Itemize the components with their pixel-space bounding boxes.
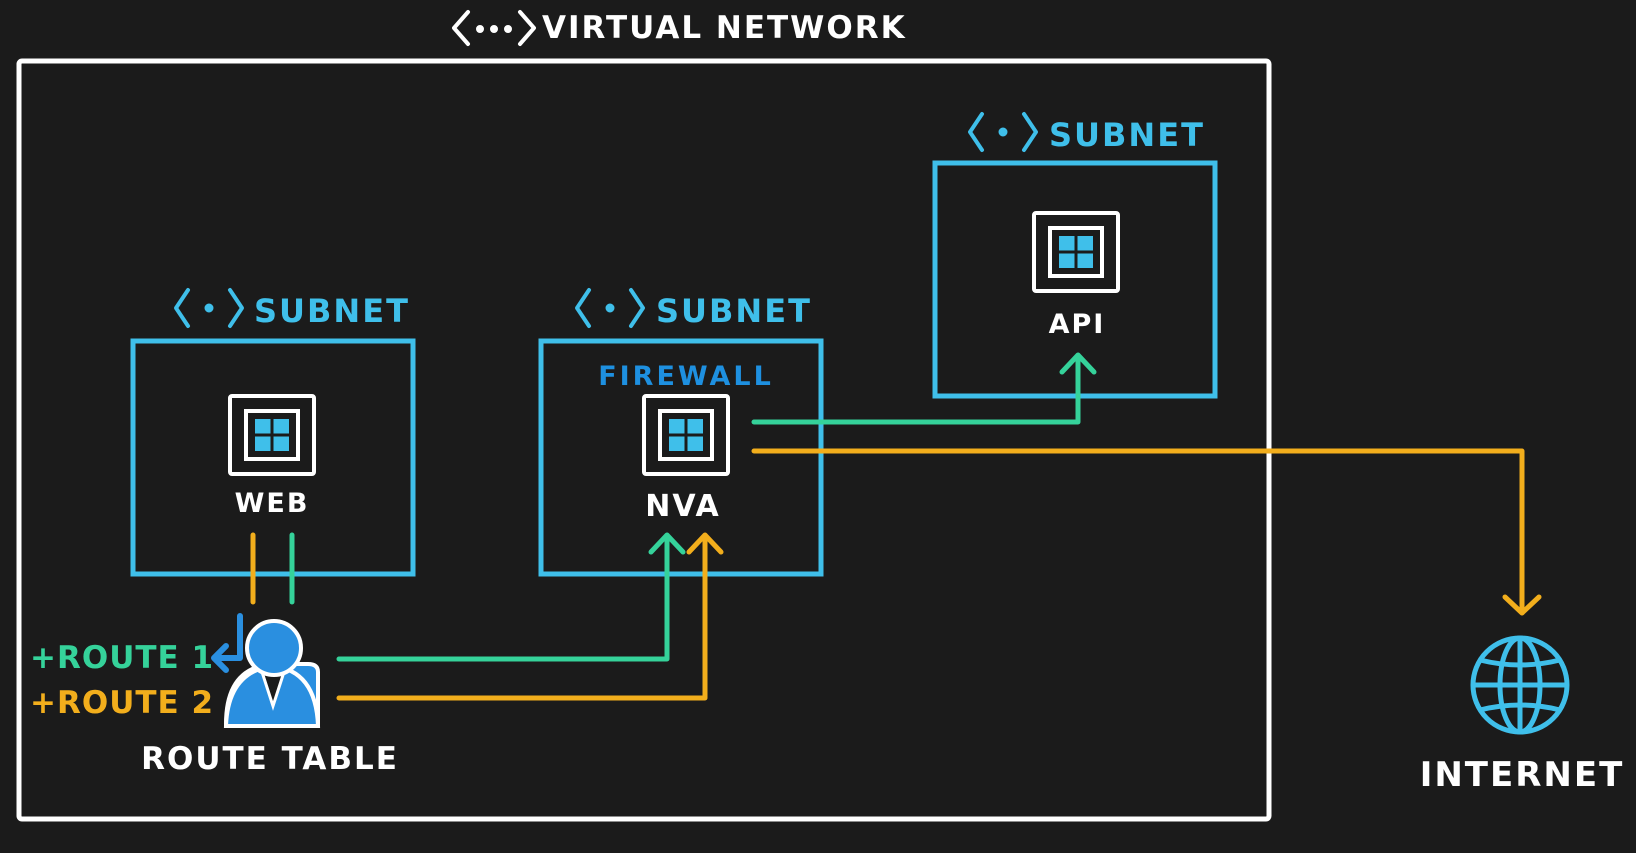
code-brackets-icon	[968, 112, 1038, 152]
code-brackets-icon	[452, 10, 536, 46]
code-brackets-icon	[575, 288, 645, 328]
subnet-label: SUBNET	[656, 292, 812, 330]
virtual-network-label: VIRTUAL NETWORK	[542, 10, 907, 46]
subnet-api: SUBNET API	[932, 112, 1218, 399]
arrow-hook-icon	[211, 613, 243, 673]
route-arrow-table-to-nva-orange	[336, 532, 724, 701]
subnet-label: SUBNET	[254, 292, 410, 330]
subnet-box	[932, 160, 1218, 399]
virtual-machine-icon	[228, 394, 316, 476]
vm-label-web: WEB	[235, 488, 310, 519]
subnet-web: SUBNET WEB	[130, 288, 416, 577]
subnet-label: SUBNET	[1049, 116, 1205, 154]
virtual-network-boundary	[16, 58, 1272, 822]
firewall-title: FIREWALL	[598, 361, 774, 392]
virtual-machine-icon	[642, 394, 730, 476]
virtual-network-header: VIRTUAL NETWORK	[452, 10, 907, 46]
route-arrow-nva-to-internet	[751, 448, 1542, 616]
globe-icon	[1470, 635, 1570, 735]
vm-label-nva: NVA	[645, 489, 721, 524]
route-2-label: +ROUTE 2	[30, 685, 214, 721]
user-icon	[223, 619, 321, 728]
route-arrow-nva-to-api	[751, 352, 1097, 425]
route-1-label: +ROUTE 1	[30, 640, 214, 676]
route-table-label: ROUTE TABLE	[141, 741, 399, 777]
subnet-box	[538, 338, 824, 577]
internet-label: INTERNET	[1420, 755, 1625, 795]
route-arrow-table-to-nva-green	[336, 532, 686, 662]
subnet-firewall: SUBNET FIREWALL NVA	[538, 288, 824, 577]
subnet-box	[130, 338, 416, 577]
virtual-machine-icon	[1032, 211, 1120, 293]
code-brackets-icon	[174, 288, 244, 328]
vm-label-api: API	[1049, 309, 1106, 340]
